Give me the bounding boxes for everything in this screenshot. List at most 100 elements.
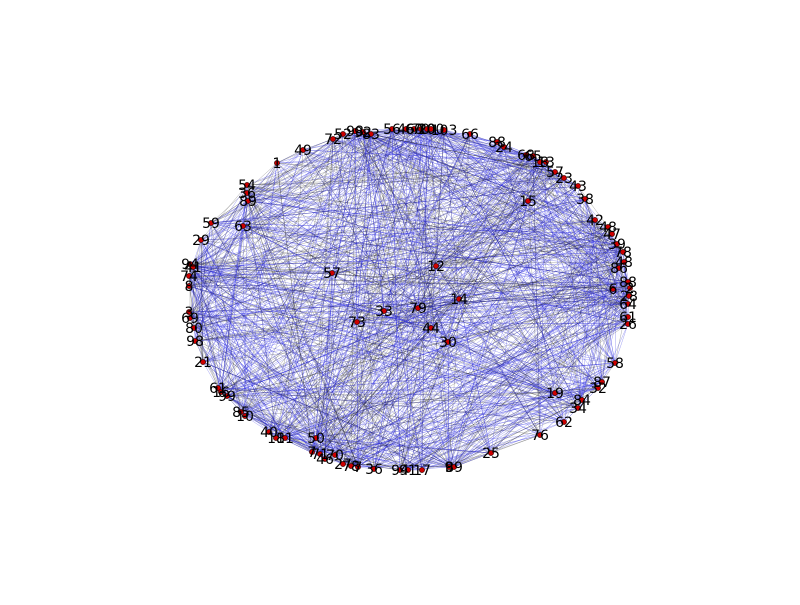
graph-edge [426,128,629,283]
node-label: 70 [326,448,344,464]
graph-edge [311,146,505,453]
graph-node [186,273,192,279]
graph-edge [192,266,204,363]
node-label: 52 [334,127,352,143]
graph-edge [246,128,415,194]
graph-edge [220,171,556,393]
graph-edge [276,162,313,453]
graph-edge [421,452,492,471]
graph-edge [453,219,596,468]
graph-edge [319,133,471,455]
graph-edge [246,192,401,471]
graph-node [218,389,224,395]
graph-edge [284,281,629,439]
graph-edge [350,198,586,467]
graph-edge [407,226,609,471]
node-label: 47 [603,227,621,243]
graph-edge [443,129,609,228]
graph-edge [311,133,471,453]
graph-edge [362,131,385,312]
graph-edge [331,272,583,401]
graph-edge [311,251,624,453]
graph-edge [192,219,596,268]
node-label: 29 [192,233,210,249]
graph-edge [370,133,419,309]
graph-edge [202,361,450,468]
graph-edge [202,219,596,363]
graph-edge [246,161,547,194]
graph-node [626,293,632,299]
graph-edge [356,155,534,323]
graph-node [552,169,558,175]
nodes-layer [186,126,633,473]
graph-edge [275,307,419,439]
graph-edge [189,131,364,265]
graph-edge [370,133,613,235]
graph-edge [192,266,333,274]
node-label: 84 [573,393,591,409]
graph-edge [244,219,596,417]
graph-edge [202,361,455,468]
graph-edge [188,285,270,433]
graph-edge [210,133,372,224]
node-label: 99 [218,389,236,405]
graph-edge [188,131,364,277]
node-label: 28 [620,289,638,305]
graph-edge [242,146,505,227]
graph-node [419,467,425,473]
graph-edge [453,392,556,468]
graph-edge [284,171,556,439]
graph-edge [192,128,407,268]
graph-edge [315,321,358,439]
graph-node [340,461,346,467]
graph-node [605,224,611,230]
node-label: 42 [586,213,604,229]
graph-edge [532,155,616,364]
graph-node [332,452,338,458]
graph-edge [188,219,596,277]
graph-edge [525,154,586,200]
node-label: 86 [610,261,628,277]
graph-edge [246,131,364,194]
graph-edge [247,161,547,202]
node-label: 32 [589,381,607,397]
node-label: 59 [202,216,220,232]
graph-node [451,464,457,470]
graph-node [186,309,192,315]
graph-edge [189,133,344,265]
graph-edge [350,154,527,467]
graph-edge [420,128,618,245]
graph-edge [539,161,629,283]
graph-edge [202,361,321,455]
graph-edge [448,287,631,468]
graph-node [614,241,620,247]
graph-edge [430,288,614,329]
graph-edge [407,303,629,471]
node-label: 7 [308,445,317,461]
graph-edge [311,128,407,453]
graph-node [352,128,358,134]
graph-edge [302,149,599,389]
graph-edge [188,219,596,287]
graph-edge [458,298,492,454]
graph-node [599,379,605,385]
graph-edge [226,295,630,397]
graph-edge [226,321,358,397]
graph-edge [193,327,455,468]
node-label: 24 [495,140,513,156]
graph-edge [417,141,498,309]
graph-edge [342,133,586,200]
node-label: 46 [316,452,334,468]
graph-edge [242,225,556,394]
graph-edge [356,321,629,325]
graph-edge [188,200,529,287]
graph-edge [189,263,631,289]
graph-edge [188,275,455,468]
node-label: 56 [383,122,401,138]
graph-edge [319,265,437,455]
graph-edge [284,219,596,439]
graph-edge [383,198,586,312]
graph-edge [188,285,579,409]
node-label: 17 [413,463,431,479]
